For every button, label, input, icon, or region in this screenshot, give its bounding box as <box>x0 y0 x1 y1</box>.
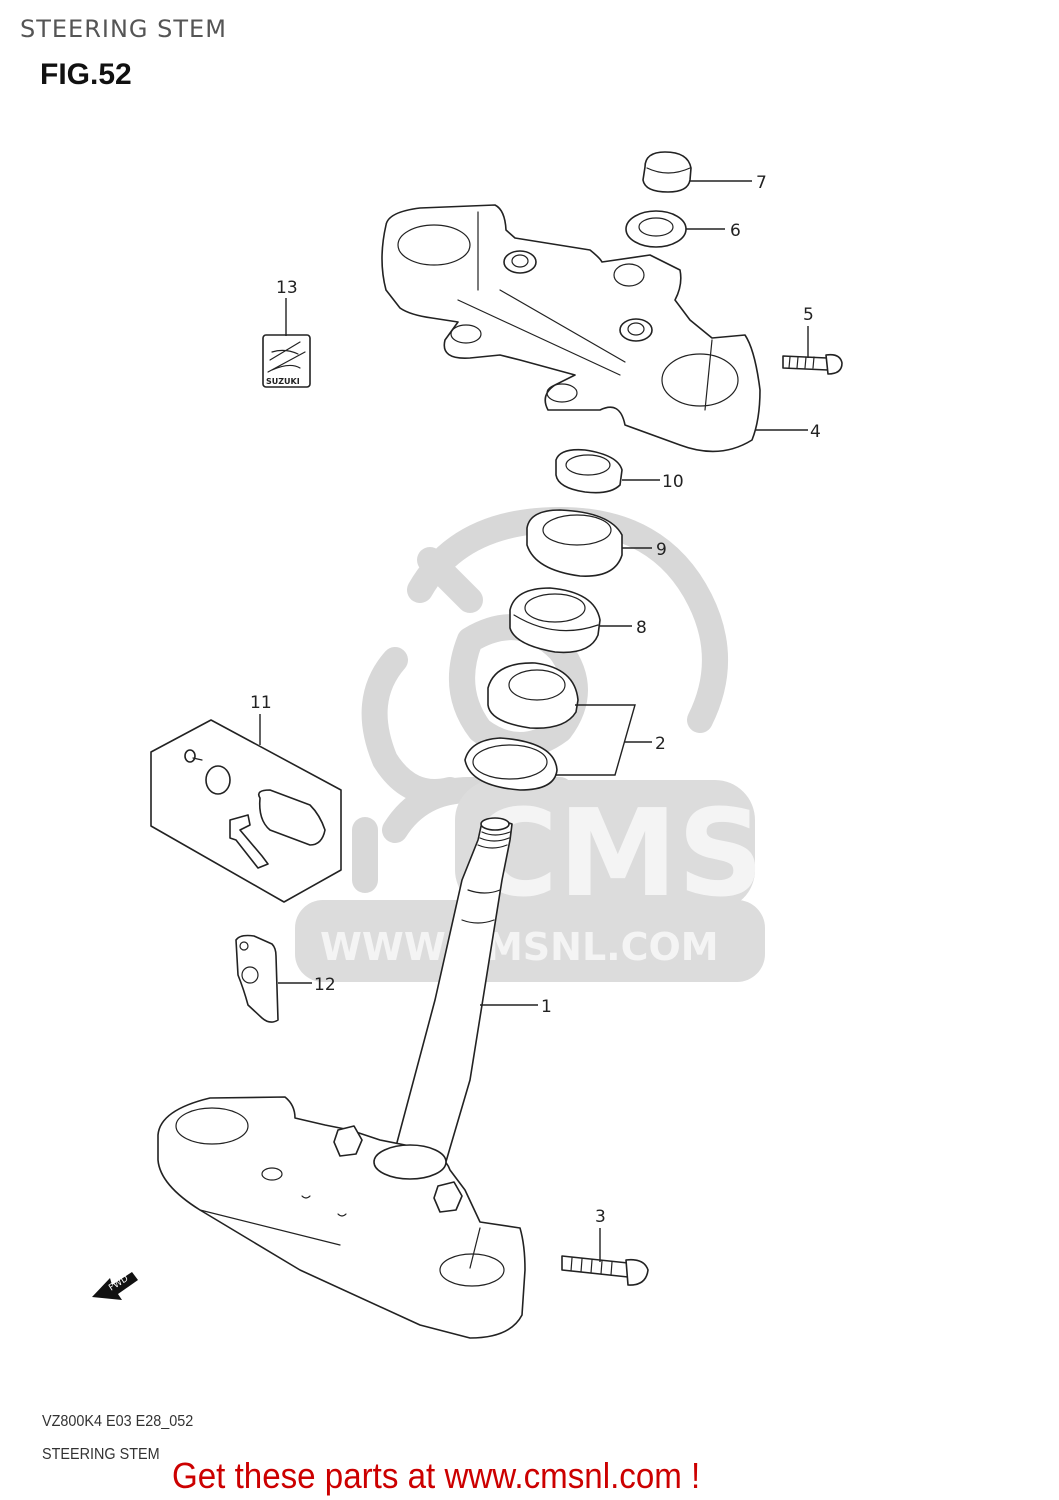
part-9-dust-seal[interactable]: 9 <box>526 509 667 577</box>
section-title: STEERING STEM <box>20 15 227 43</box>
part-2-bearing-set[interactable]: 2 <box>464 662 666 791</box>
part-10-lock-nut[interactable]: 10 <box>555 448 684 494</box>
part-4-upper-bracket[interactable]: 4 <box>381 204 821 453</box>
callout-2: 2 <box>655 734 666 754</box>
footer-model-code: VZ800K4 E03 E28_052 <box>42 1413 194 1430</box>
callout-3: 3 <box>595 1207 606 1227</box>
part-7-stem-head-nut[interactable]: 7 <box>642 151 767 193</box>
fwd-arrow-icon: FWD <box>92 1272 138 1300</box>
footer-description: STEERING STEM <box>42 1446 160 1463</box>
promo-link[interactable]: Get these parts at www.cmsnl.com ! <box>172 1455 701 1496</box>
callout-13: 13 <box>276 278 298 298</box>
callout-4: 4 <box>810 422 821 442</box>
callout-9: 9 <box>656 540 667 560</box>
callout-1: 1 <box>541 997 552 1017</box>
callout-11: 11 <box>250 693 272 713</box>
cms-watermark: CMS WWW.CMSNL.COM <box>295 507 765 982</box>
callout-5: 5 <box>803 305 814 325</box>
callout-7: 7 <box>756 173 767 193</box>
part-3-lower-bracket-bolt[interactable]: 3 <box>561 1207 649 1286</box>
callout-10: 10 <box>662 472 684 492</box>
watermark-url-text: WWW.CMSNL.COM <box>320 925 719 969</box>
figure-label: FIG.52 <box>40 58 132 91</box>
part-12-lock-cover[interactable]: 12 <box>235 934 336 1023</box>
part-1-steering-stem[interactable]: 1 <box>157 817 552 1339</box>
part-8-upper-bearing[interactable]: 8 <box>509 587 647 654</box>
part-13-emblem[interactable]: SUZUKI 13 <box>262 278 311 388</box>
callout-8: 8 <box>636 618 647 638</box>
part-6-washer[interactable]: 6 <box>625 210 741 248</box>
part-5-upper-bracket-bolt[interactable]: 5 <box>782 305 843 375</box>
part-11-steering-lock-set[interactable]: 11 <box>150 693 342 903</box>
callout-12: 12 <box>314 975 336 995</box>
emblem-brand-text: SUZUKI <box>266 377 300 386</box>
watermark-mascot-icon <box>352 507 728 893</box>
callout-6: 6 <box>730 221 741 241</box>
